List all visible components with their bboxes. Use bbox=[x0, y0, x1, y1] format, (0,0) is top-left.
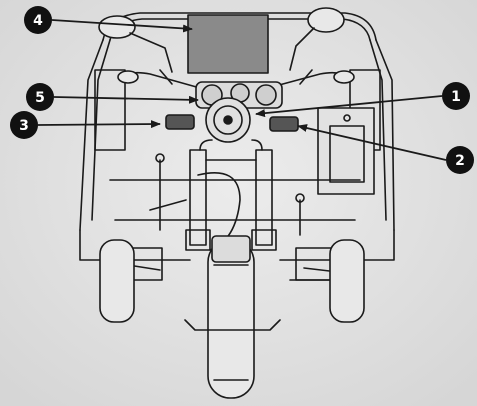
front-fork bbox=[185, 139, 277, 251]
callout-label-5: 5 bbox=[35, 90, 45, 106]
callout-lines bbox=[37, 19, 447, 161]
callout-label-4: 4 bbox=[33, 13, 43, 29]
vehicle-drawing bbox=[79, 7, 395, 399]
callout-line-2 bbox=[297, 124, 447, 161]
rear-wheels bbox=[99, 239, 365, 323]
stand bbox=[184, 319, 281, 331]
front-wheel bbox=[207, 235, 255, 399]
right-turn-signal bbox=[269, 116, 299, 132]
chassis bbox=[79, 153, 395, 281]
turn-signals bbox=[165, 114, 299, 132]
headlight bbox=[205, 97, 251, 143]
left-rear-wheel bbox=[99, 239, 135, 323]
right-rear-wheel bbox=[329, 239, 365, 323]
callout-4: 4 bbox=[24, 6, 52, 34]
callout-5: 5 bbox=[26, 83, 54, 111]
callout-line-4 bbox=[51, 19, 193, 33]
right-mirror bbox=[307, 7, 345, 33]
left-turn-signal bbox=[165, 114, 195, 130]
side-box bbox=[317, 107, 375, 195]
instrument-cluster bbox=[195, 81, 283, 109]
callout-label-3: 3 bbox=[19, 118, 29, 134]
handlebar bbox=[117, 69, 355, 89]
windshield bbox=[187, 14, 269, 74]
callout-line-3 bbox=[37, 120, 161, 129]
callout-1: 1 bbox=[442, 82, 470, 110]
callout-2: 2 bbox=[446, 146, 474, 174]
callout-line-5 bbox=[53, 95, 199, 104]
callout-3: 3 bbox=[10, 111, 38, 139]
left-mirror bbox=[98, 15, 136, 39]
mirrors bbox=[98, 7, 345, 73]
callout-line-1 bbox=[255, 95, 443, 118]
callout-label-2: 2 bbox=[455, 153, 465, 169]
callout-label-1: 1 bbox=[451, 89, 461, 105]
